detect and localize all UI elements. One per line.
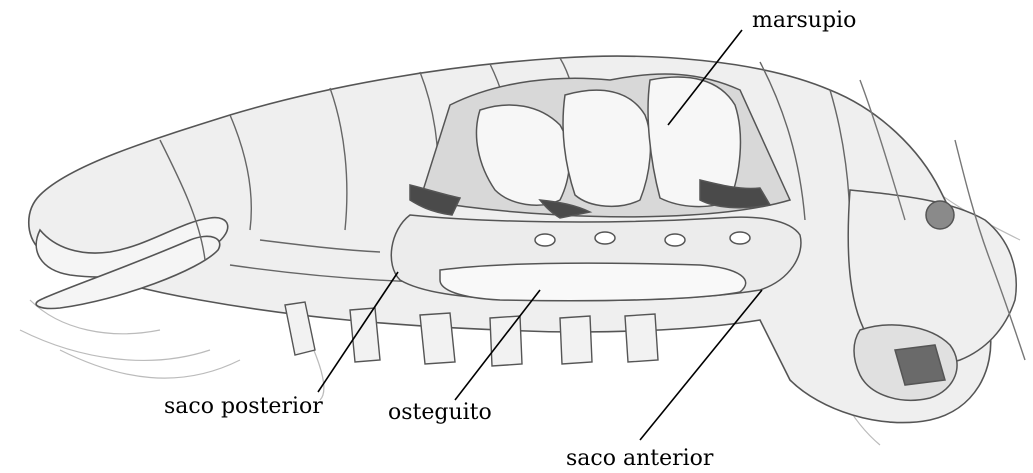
label-marsupio: marsupio [752, 10, 856, 32]
label-saco-posterior: saco posterior [164, 396, 323, 418]
head [848, 190, 1016, 400]
label-saco-anterior: saco anterior [566, 448, 713, 470]
label-osteguito: osteguito [388, 402, 492, 424]
sacs [391, 215, 801, 301]
